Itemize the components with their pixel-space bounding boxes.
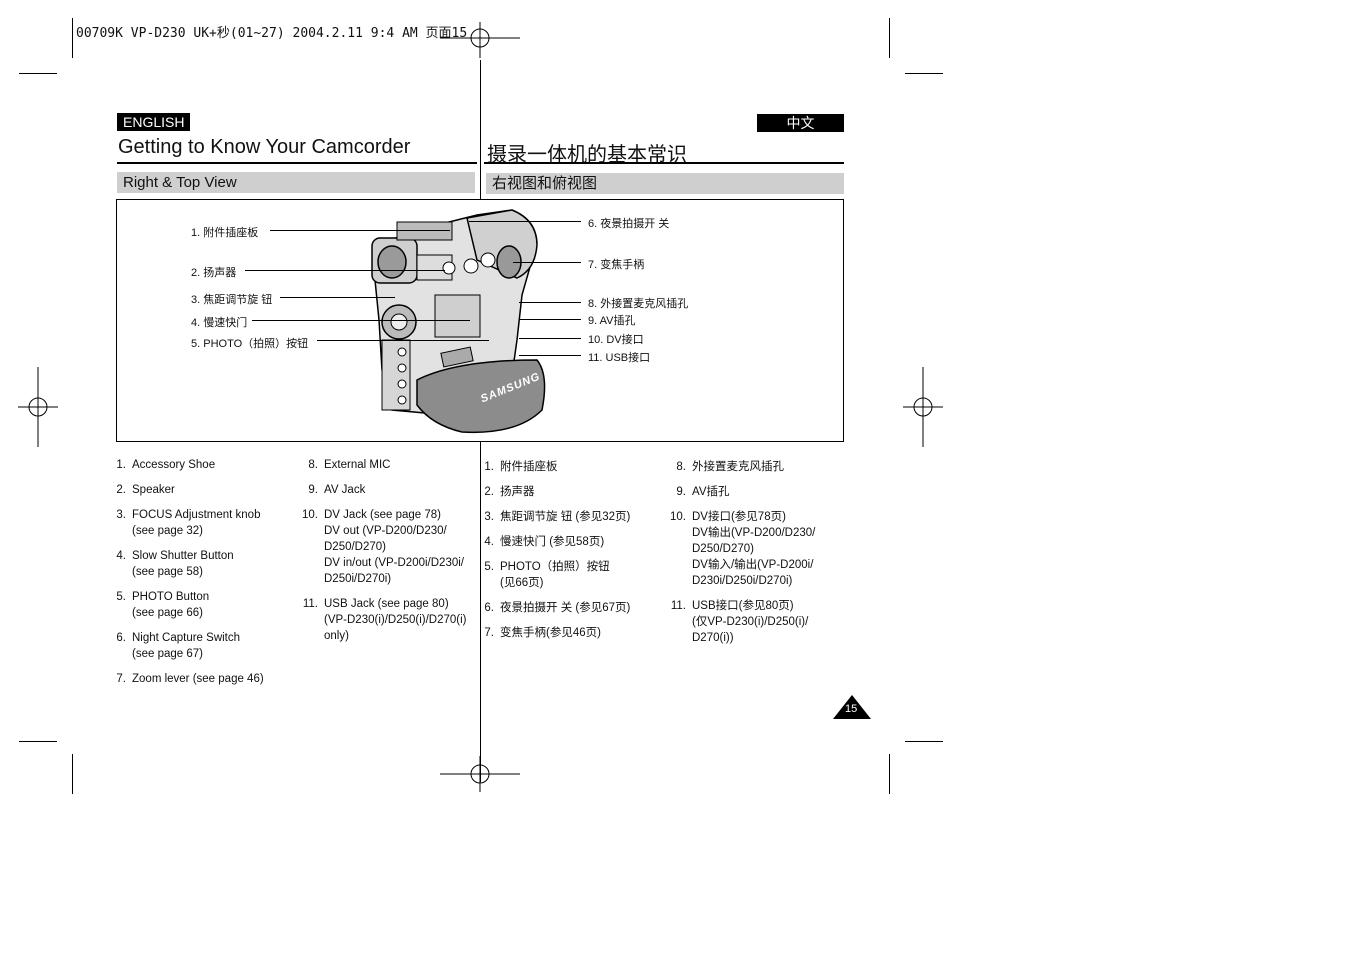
list-item: 10.DV Jack (see page 78) DV out (VP-D200… xyxy=(302,509,464,585)
registration-mark-top xyxy=(440,22,520,58)
chinese-section-title: 右视图和俯视图 xyxy=(486,173,844,194)
crop-mark xyxy=(905,73,943,74)
callout-5: 5. PHOTO（拍照）按钮 xyxy=(191,338,309,350)
callout-4: 4. 慢速快门 xyxy=(191,317,248,329)
leader-line xyxy=(519,302,581,303)
list-item: 4.慢速快门 (参见58页) xyxy=(484,536,605,548)
chinese-list-2: 8.外接置麦克风插孔 9.AV插孔 10.DV接口(参见78页) DV输出(VP… xyxy=(670,459,850,655)
list-item: 11.USB Jack (see page 80) (VP-D230(i)/D2… xyxy=(302,598,467,642)
english-list-2: 8.External MIC 9.AV Jack 10.DV Jack (see… xyxy=(302,457,477,653)
crop-mark xyxy=(19,741,57,742)
list-item: 2.Speaker xyxy=(116,484,175,496)
leader-line xyxy=(519,355,581,356)
list-item: 1.Accessory Shoe xyxy=(116,459,216,471)
title-rule xyxy=(484,162,844,164)
center-divider xyxy=(480,442,481,782)
list-item: 5.PHOTO Button (see page 66) xyxy=(116,591,210,619)
leader-line xyxy=(270,230,450,231)
list-item: 2.扬声器 xyxy=(484,486,535,498)
list-item: 9.AV Jack xyxy=(308,484,366,496)
callout-2: 2. 扬声器 xyxy=(191,267,237,279)
title-rule xyxy=(117,162,477,164)
leader-line xyxy=(519,319,581,320)
list-item: 11.USB接口(参见80页) (仅VP-D230(i)/D250(i)/ D2… xyxy=(670,600,809,644)
list-item: 8.External MIC xyxy=(308,459,391,471)
chinese-title: 摄录一体机的基本常识 xyxy=(487,144,687,166)
chinese-badge: 中文 xyxy=(757,114,844,132)
callout-3: 3. 焦距调节旋 钮 xyxy=(191,294,273,306)
leader-line xyxy=(252,320,470,321)
camcorder-figure: SAMSUNG 1. 附件插座板 2. 扬声器 3. 焦距调节旋 钮 4. 慢速… xyxy=(116,199,844,442)
list-item: 6.Night Capture Switch (see page 67) xyxy=(116,632,241,660)
english-title: Getting to Know Your Camcorder xyxy=(118,136,411,158)
list-item: 10.DV接口(参见78页) DV输出(VP-D200/D230/ D250/D… xyxy=(670,511,816,587)
center-divider xyxy=(480,60,481,200)
english-badge: ENGLISH xyxy=(117,113,191,131)
callout-6: 6. 夜景拍摄开 关 xyxy=(588,218,670,230)
leader-line xyxy=(280,297,395,298)
callout-8: 8. 外接置麦克风插孔 xyxy=(588,298,689,310)
callout-1: 1. 附件插座板 xyxy=(191,227,259,239)
leader-line xyxy=(317,340,489,341)
english-section-title: Right & Top View xyxy=(117,172,475,193)
crop-mark xyxy=(72,18,73,58)
crop-mark xyxy=(19,73,57,74)
list-item: 8.外接置麦克风插孔 xyxy=(676,461,784,473)
list-item: 3.FOCUS Adjustment knob (see page 32) xyxy=(116,509,261,537)
list-item: 9.AV插孔 xyxy=(676,486,730,498)
leader-line xyxy=(519,338,581,339)
list-item: 7.变焦手柄(参见46页) xyxy=(484,627,601,639)
crop-mark xyxy=(72,754,73,794)
crop-mark xyxy=(889,754,890,794)
leader-line xyxy=(513,262,581,263)
crop-mark xyxy=(905,741,943,742)
list-item: 1.附件插座板 xyxy=(484,461,558,473)
crop-mark xyxy=(889,18,890,58)
chinese-list-1: 1.附件插座板 2.扬声器 3.焦距调节旋 钮 (参见32页) 4.慢速快门 (… xyxy=(478,459,668,650)
camcorder-illustration xyxy=(371,209,546,434)
list-item: 3.焦距调节旋 钮 (参见32页) xyxy=(484,511,631,523)
registration-mark-right xyxy=(903,367,943,447)
callout-7: 7. 变焦手柄 xyxy=(588,259,645,271)
callout-9: 9. AV插孔 xyxy=(588,315,636,327)
file-info-header: 00709K VP-D230 UK+秒(01~27) 2004.2.11 9:4… xyxy=(76,26,468,41)
list-item: 7.Zoom lever (see page 46) xyxy=(116,673,264,685)
callout-11: 11. USB接口 xyxy=(588,352,651,364)
leader-line xyxy=(245,270,445,271)
page-number: 15 xyxy=(845,703,858,715)
registration-mark-left xyxy=(18,367,58,447)
list-item: 5.PHOTO（拍照）按钮 (见66页) xyxy=(484,561,610,589)
leader-line xyxy=(469,221,581,222)
callout-10: 10. DV接口 xyxy=(588,334,644,346)
list-item: 6.夜景拍摄开 关 (参见67页) xyxy=(484,602,631,614)
english-list-1: 1.Accessory Shoe 2.Speaker 3.FOCUS Adjus… xyxy=(110,457,300,696)
list-item: 4.Slow Shutter Button (see page 58) xyxy=(116,550,234,578)
page-number-triangle xyxy=(833,695,871,719)
